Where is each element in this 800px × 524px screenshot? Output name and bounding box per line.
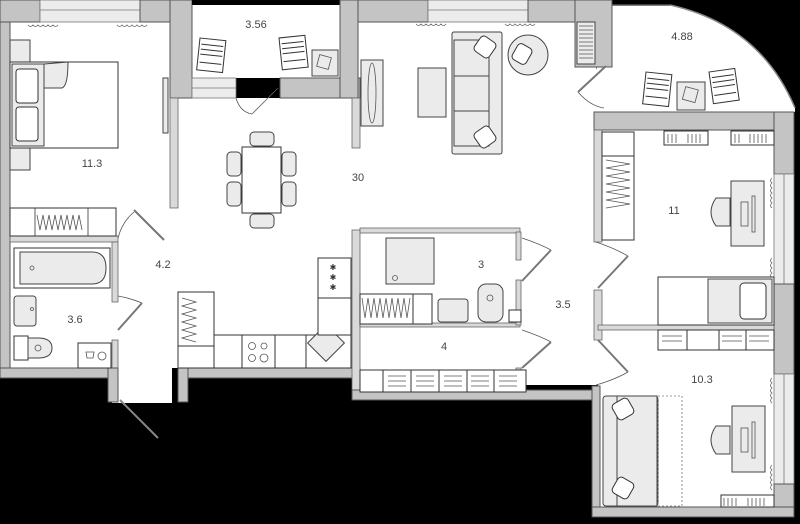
balcony-curved-rail xyxy=(669,4,796,109)
svg-text:✱: ✱ xyxy=(330,273,337,282)
wardrobe-storage xyxy=(359,369,527,393)
doors xyxy=(117,65,629,439)
bedroom-1-furniture xyxy=(9,39,169,237)
room-area-corridor: 3.5 xyxy=(555,299,571,311)
room-area-bedroom-3: 10.3 xyxy=(691,374,713,386)
bathroom-1-fixtures xyxy=(13,247,112,369)
living-room-furniture: ✱ ✱ ✱ xyxy=(177,21,596,369)
room-area-bedroom-2: 11 xyxy=(668,205,680,217)
curtains xyxy=(27,23,773,491)
balcony-1-furniture xyxy=(196,34,339,77)
svg-text:✱: ✱ xyxy=(330,283,337,292)
bathroom-2-fixtures xyxy=(359,237,522,325)
room-area-wardrobe: 4 xyxy=(440,341,448,353)
room-area-living-kitchen: 30 xyxy=(351,172,365,184)
room-area-balcony-2: 4.88 xyxy=(671,31,693,43)
room-area-bathroom-1: 3.6 xyxy=(67,314,83,326)
room-area-hall: 4.2 xyxy=(155,259,171,271)
room-area-bedroom-1: 11.3 xyxy=(81,158,103,170)
svg-text:✱: ✱ xyxy=(330,263,337,272)
balcony-2-furniture xyxy=(642,67,740,111)
bedroom-2-furniture xyxy=(601,130,775,351)
room-area-bathroom-2: 3 xyxy=(477,259,485,271)
bedroom-3-furniture xyxy=(602,395,775,508)
room-area-balcony-1: 3.56 xyxy=(245,19,267,31)
